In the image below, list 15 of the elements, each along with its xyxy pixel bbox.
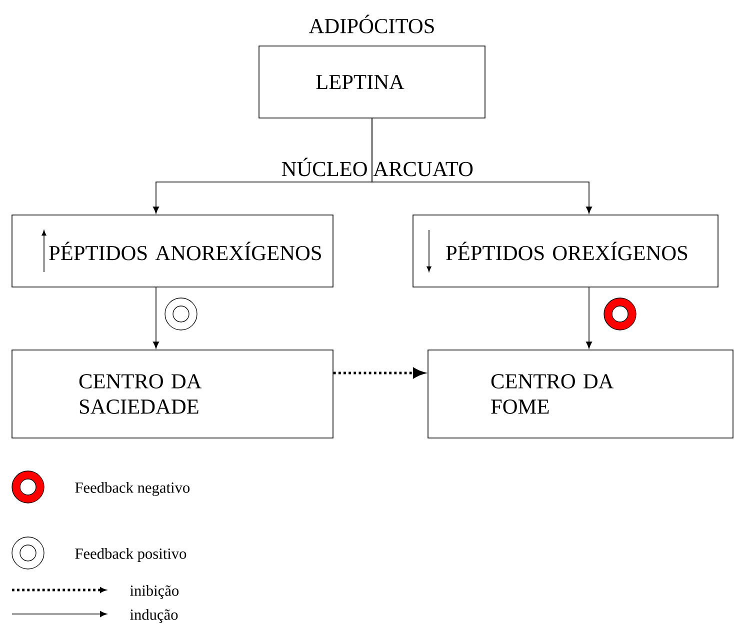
process-box: CENTRO DA FOME [428,350,734,438]
legend-text: inibição [130,585,179,599]
process-box: PÉPTIDOS ANOREXÍGENOS [12,214,334,288]
process-box: LEPTINA [258,46,486,118]
legend-text: Feedback positivo [75,548,186,562]
arrow [333,368,424,378]
arrow [586,287,592,348]
arrow [153,287,159,348]
legend-text: Feedback negativo [75,482,190,496]
arrow [372,118,592,214]
legend-text: indução [130,609,178,623]
node-heading: ADIPÓCITOS [309,14,434,34]
process-box: CENTRO DA SACIEDADE [12,350,334,438]
region-label: NÚCLEO ARCUATO [282,158,473,176]
process-box: PÉPTIDOS OREXÍGENOS [412,214,718,288]
